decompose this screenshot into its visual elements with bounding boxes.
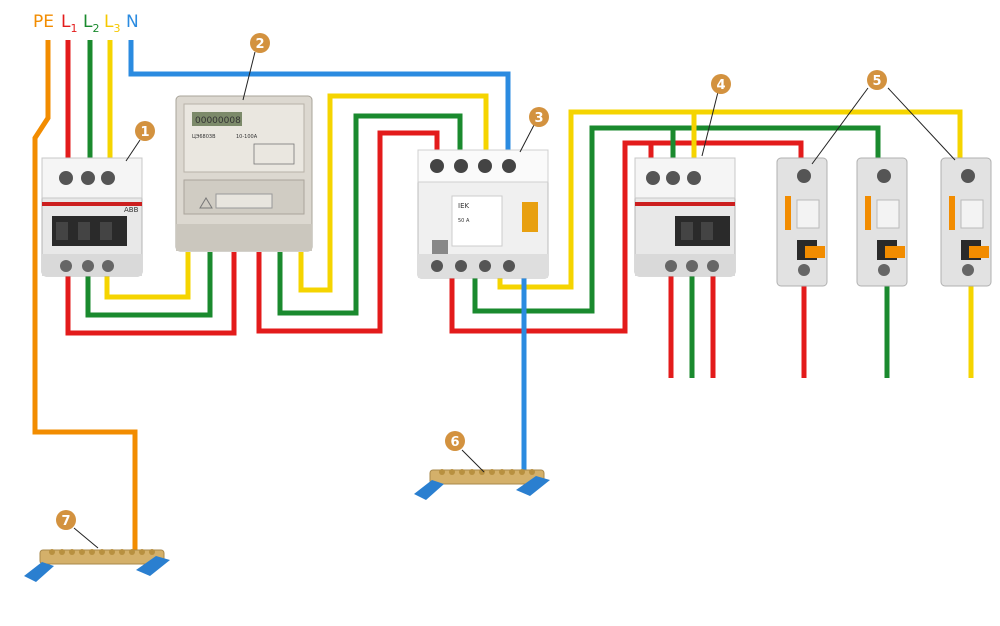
leader-3 — [519, 124, 535, 153]
breaker-brand: ABB — [124, 206, 139, 214]
rcd-brand: IEK — [458, 202, 469, 210]
supply-labels: PE L1 L2 L3 N — [33, 12, 139, 35]
l2-breaker-meter-wire — [85, 252, 213, 318]
badge-5: 5 — [867, 70, 887, 90]
l1-breaker-meter-wire — [65, 252, 237, 336]
pe-busbar[interactable] — [24, 549, 170, 582]
electricity-meter[interactable]: 00000008 ЦЭ6803В 10-100A — [175, 95, 313, 252]
callout-badges: 1 2 3 4 5 6 7 — [56, 33, 887, 530]
l2-meter-rcd-wire — [277, 113, 463, 316]
breaker-3pole-main[interactable]: ABB — [41, 157, 143, 277]
meter-display: 00000008 — [195, 116, 241, 126]
l3-rcd-out-wire — [497, 109, 963, 290]
svg-text:1: 1 — [140, 125, 149, 140]
badge-4: 4 — [711, 74, 731, 94]
leader-5a — [811, 87, 869, 165]
l2-rcd-out-wire — [472, 125, 881, 314]
badge-2: 2 — [250, 33, 270, 53]
svg-text:6: 6 — [450, 435, 459, 450]
l3-breaker-meter-wire — [104, 252, 191, 300]
rcd-device[interactable]: IEK 50 A — [417, 149, 549, 279]
leader-5b — [887, 87, 956, 161]
l3-meter-rcd-wire — [298, 93, 489, 293]
breaker-1pole-b[interactable] — [856, 157, 908, 287]
badge-7: 7 — [56, 510, 76, 530]
breaker-3pole-group[interactable] — [634, 157, 736, 277]
rcd-rating: 50 A — [458, 218, 470, 224]
n-supply-wire — [128, 40, 511, 152]
breaker-1pole-c[interactable] — [940, 157, 992, 287]
badge-3: 3 — [529, 107, 549, 127]
meter-model: ЦЭ6803В — [192, 134, 216, 140]
leader-7 — [73, 527, 99, 549]
leader-4 — [701, 91, 719, 157]
badge-1: 1 — [135, 121, 155, 141]
pe-wire — [32, 40, 138, 560]
l1-rcd-out-wire — [449, 140, 804, 334]
label-pe: PE — [33, 12, 54, 32]
wires — [32, 40, 974, 560]
leader-1 — [125, 139, 141, 162]
leader-lines — [73, 51, 956, 549]
svg-text:4: 4 — [716, 78, 725, 93]
badge-6: 6 — [445, 431, 465, 451]
breaker-1pole-a[interactable] — [776, 157, 828, 287]
svg-text:3: 3 — [534, 111, 543, 126]
neutral-busbar[interactable] — [414, 469, 550, 500]
leader-2 — [242, 51, 256, 101]
label-l3: L3 — [104, 12, 120, 35]
l1-meter-rcd-wire — [256, 130, 440, 334]
label-l1: L1 — [61, 12, 77, 35]
label-l2: L2 — [83, 12, 99, 35]
label-n: N — [126, 12, 139, 32]
svg-text:5: 5 — [872, 74, 881, 89]
svg-text:2: 2 — [255, 37, 264, 52]
svg-text:7: 7 — [61, 514, 70, 529]
leader-6 — [461, 449, 485, 473]
meter-rating: 10-100A — [236, 134, 258, 140]
